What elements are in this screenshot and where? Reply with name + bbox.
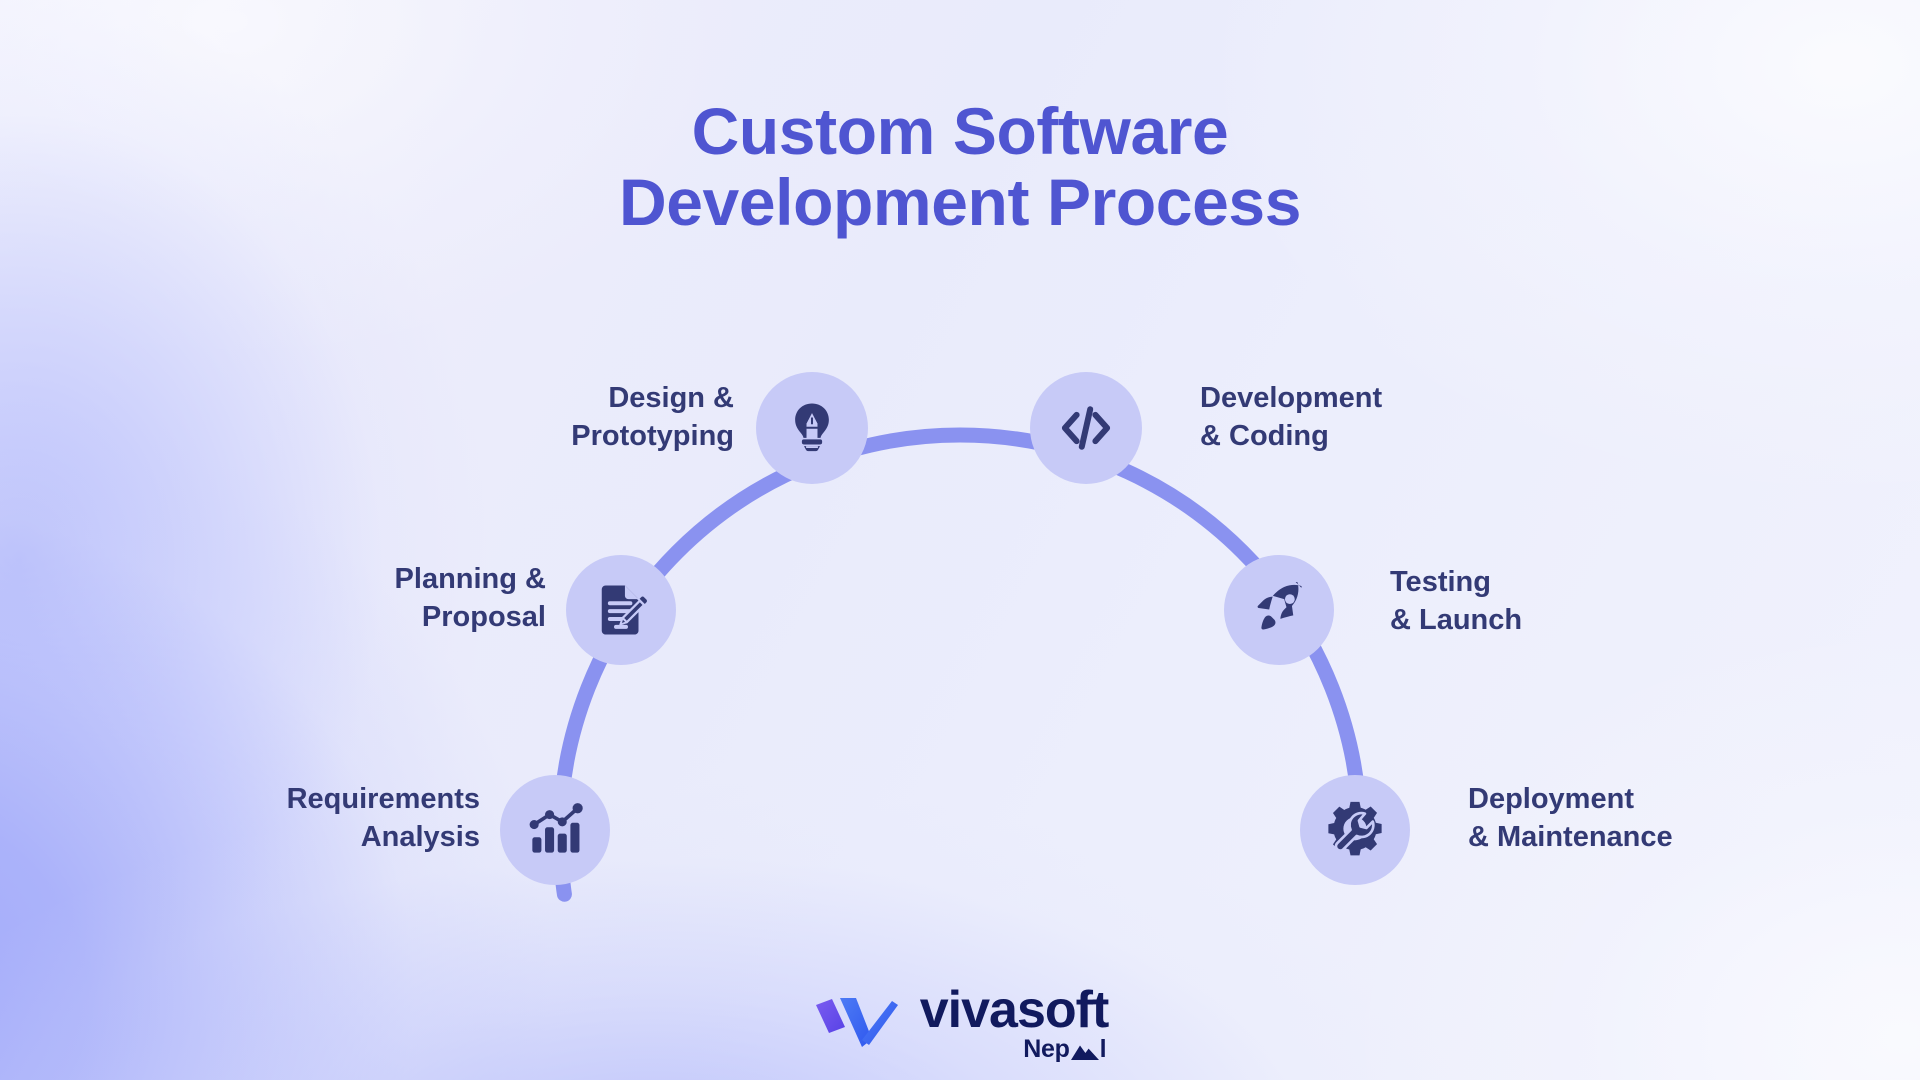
- page-title-line-2: Development Process: [618, 165, 1302, 240]
- step-icon-circle-deployment-maintenance[interactable]: [1300, 775, 1410, 885]
- step-icon-circle-design-prototyping[interactable]: [756, 372, 868, 484]
- logo-sub-suffix: l: [1099, 1035, 1107, 1063]
- code-brackets-icon: [1061, 406, 1111, 450]
- step-label-planning-proposal: Planning & Proposal: [180, 561, 546, 636]
- step-label-line-2: Prototyping: [571, 419, 734, 452]
- document-pencil-icon: [601, 585, 649, 635]
- step-label-line-1: Testing: [1390, 566, 1491, 598]
- rocket-icon: [1257, 582, 1302, 630]
- step-label-line-2: & Launch: [1390, 603, 1523, 636]
- step-label-deployment-maintenance: Deployment & Maintenance: [1468, 781, 1918, 856]
- logo-wordmark-text: vivasoft: [919, 981, 1110, 1040]
- step-label-line-1: Development: [1200, 382, 1383, 414]
- logo-sub-prefix: Nep: [1023, 1035, 1070, 1063]
- step-label-line-1: Requirements: [286, 783, 480, 815]
- gear-wrench-icon: [1328, 801, 1382, 856]
- step-label-line-2: & Coding: [1200, 419, 1329, 452]
- step-label-line-1: Deployment: [1468, 783, 1634, 815]
- brand-logo[interactable]: vivasoft Nep l: [0, 981, 1920, 1062]
- step-label-line-2: Proposal: [421, 600, 546, 633]
- step-label-design-prototyping: Design & Prototyping: [390, 380, 734, 455]
- page-title: Custom Software Development Process: [0, 94, 1920, 240]
- step-label-line-1: Planning &: [394, 563, 546, 595]
- vivasoft-w-mark-icon: [815, 998, 898, 1048]
- step-icon-circle-development-coding[interactable]: [1030, 372, 1142, 484]
- step-label-requirements-analysis: Requirements Analysis: [60, 781, 480, 856]
- step-label-line-2: & Maintenance: [1468, 820, 1673, 853]
- lightbulb-pencil-icon: [795, 403, 829, 452]
- step-label-development-coding: Development & Coding: [1200, 380, 1660, 455]
- mountain-icon: [1070, 1045, 1099, 1060]
- step-icon-circle-requirements-analysis[interactable]: [500, 775, 610, 885]
- logo-sub-brand: Nep l: [1023, 1037, 1106, 1062]
- step-icon-circle-planning-proposal[interactable]: [566, 555, 676, 665]
- bar-chart-growth-icon: [529, 803, 583, 853]
- step-label-line-1: Design &: [608, 382, 734, 414]
- step-label-testing-launch: Testing & Launch: [1390, 564, 1820, 639]
- step-icon-circle-testing-launch[interactable]: [1224, 555, 1334, 665]
- page-title-line-1: Custom Software: [691, 94, 1229, 168]
- step-label-line-2: Analysis: [360, 820, 480, 853]
